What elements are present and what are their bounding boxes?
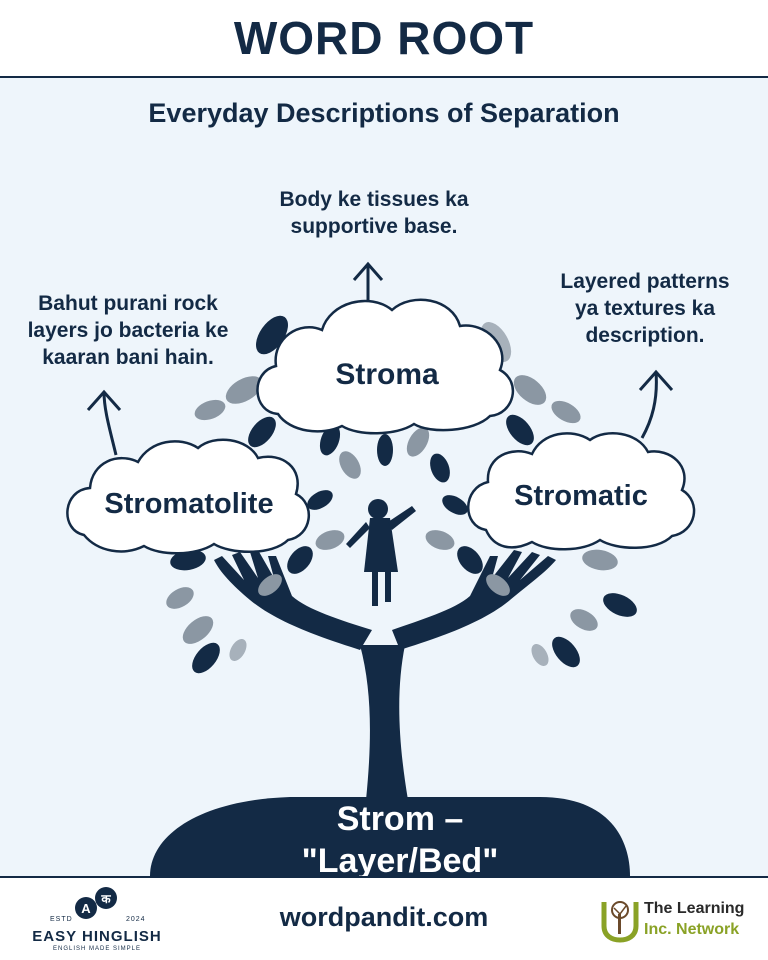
description-center: Body ke tissues ka supportive base. bbox=[244, 186, 504, 240]
network-name-line1: The Learning bbox=[644, 900, 745, 917]
root-word: Strom – bbox=[336, 800, 464, 838]
arrow-up-icon bbox=[86, 389, 122, 456]
ground-shape bbox=[150, 797, 630, 876]
root-label: Strom – "Layer/Bed" bbox=[270, 798, 530, 882]
speech-bubble-icon: A क bbox=[75, 887, 117, 919]
child-icon bbox=[346, 499, 416, 606]
hand-icon bbox=[392, 550, 556, 650]
description-line: supportive base. bbox=[290, 215, 458, 238]
learning-network-logo: The Learning Inc. Network bbox=[600, 896, 760, 946]
footer: A क ESTD 2024 EASY HINGLISH ENGLISH MADE… bbox=[0, 876, 768, 960]
hand-icon bbox=[214, 550, 372, 650]
cloud-label-stroma: Stroma bbox=[335, 358, 439, 391]
network-name-line2: Inc. Network bbox=[644, 921, 740, 938]
root-meaning: "Layer/Bed" bbox=[301, 842, 499, 880]
subtitle: Everyday Descriptions of Separation bbox=[148, 98, 620, 128]
arrow-up-icon bbox=[638, 369, 674, 439]
description-right: Layered patterns ya textures ka descript… bbox=[530, 268, 760, 349]
brand-name: EASY HINGLISH bbox=[32, 928, 162, 945]
arrow-up-icon bbox=[352, 261, 384, 304]
website-link[interactable]: wordpandit.com bbox=[279, 902, 489, 932]
tree-icon bbox=[360, 645, 408, 800]
cloud-icon bbox=[256, 298, 515, 435]
description-line: Bahut purani rock bbox=[38, 292, 218, 315]
svg-text:A: A bbox=[81, 901, 91, 916]
page-title: WORD ROOT bbox=[233, 12, 535, 64]
cloud-label-stromatic: Stromatic bbox=[514, 480, 648, 512]
svg-text:क: क bbox=[100, 892, 111, 906]
description-line: ya textures ka bbox=[574, 297, 716, 320]
description-line: Body ke tissues ka bbox=[279, 188, 469, 211]
leaf-icon bbox=[166, 315, 637, 674]
description-left: Bahut purani rock layers jo bacteria ke … bbox=[10, 290, 246, 371]
cloud-label-stromatolite: Stromatolite bbox=[104, 488, 274, 520]
estd-label: ESTD bbox=[50, 916, 73, 923]
tree-logo-icon bbox=[601, 901, 639, 943]
tree-illustration bbox=[66, 261, 696, 876]
description-line: kaaran bani hain. bbox=[42, 346, 214, 369]
description-line: Layered patterns bbox=[560, 270, 730, 293]
cloud-icon bbox=[66, 438, 311, 555]
brand-tagline: ENGLISH MADE SIMPLE bbox=[52, 946, 142, 952]
header: WORD ROOT bbox=[0, 0, 768, 78]
description-line: description. bbox=[585, 324, 705, 347]
easy-hinglish-logo: A क ESTD 2024 EASY HINGLISH ENGLISH MADE… bbox=[22, 884, 172, 956]
estd-year: 2024 bbox=[126, 916, 146, 923]
cloud-icon bbox=[467, 432, 696, 551]
description-line: layers jo bacteria ke bbox=[27, 319, 229, 342]
